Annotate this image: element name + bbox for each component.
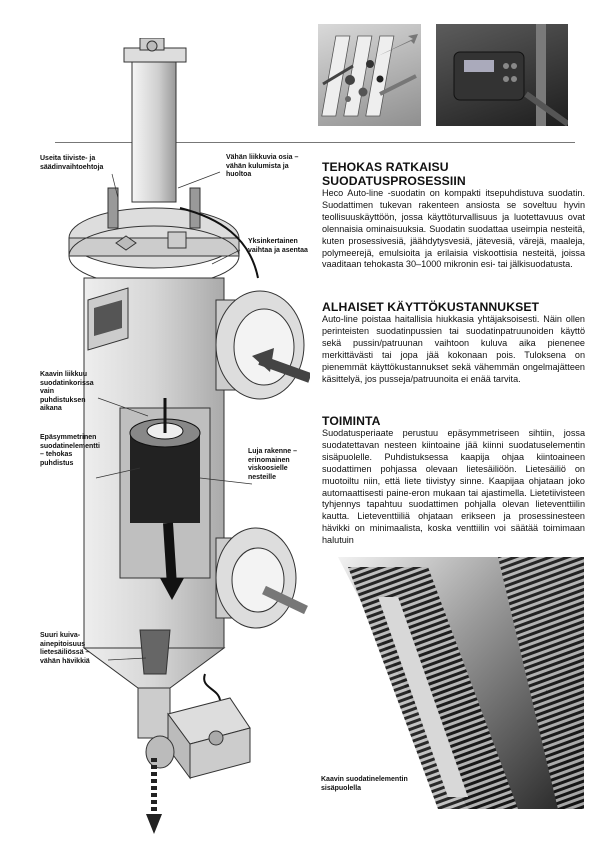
callout-seals: Useita tiiviste- ja säädinvaihtoehtoja	[40, 155, 104, 171]
callout-moving-parts: Vähän liikkuvia osia – vähän kulumista j…	[226, 154, 299, 178]
section-body: Suodatusperiaate perustuu epäsymmetrisee…	[322, 428, 585, 546]
callout-easy-install: Yksinkertainen vaihtaa ja asentaa	[248, 238, 308, 254]
section-divider	[55, 142, 575, 143]
controller-photo	[436, 24, 570, 127]
section-body: Auto-line poistaa haitallisia hiukkasia …	[322, 314, 585, 384]
callout-asymmetric-element: Epäsymmetrinen suodatinelementti – tehok…	[40, 434, 100, 467]
section-body: Heco Auto-line -suodatin on kompakti its…	[322, 188, 585, 270]
scraper-element-photo	[318, 557, 584, 809]
section-low-costs: ALHAISET KÄYTTÖKUSTANNUKSET Auto-line po…	[322, 300, 585, 385]
filter-flow-photo	[318, 24, 421, 126]
coil-caption: Kaavin suodatinelementin sisäpuolella	[321, 776, 408, 792]
callout-scraper: Kaavin liikkuu suodatinkorissa vain puhd…	[40, 371, 94, 412]
callout-robust: Luja rakenne – erinomainen viskoosielle …	[248, 448, 298, 481]
callout-sludge-tank: Suuri kuiva-ainepitoisuus lietesäiliössä…	[40, 632, 90, 665]
section-operation: TOIMINTA Suodatusperiaate perustuu epäsy…	[322, 414, 585, 547]
section-title: ALHAISET KÄYTTÖKUSTANNUKSET	[322, 300, 540, 314]
auto-line-filter-illustration	[68, 38, 310, 834]
section-title: TOIMINTA	[322, 414, 381, 428]
